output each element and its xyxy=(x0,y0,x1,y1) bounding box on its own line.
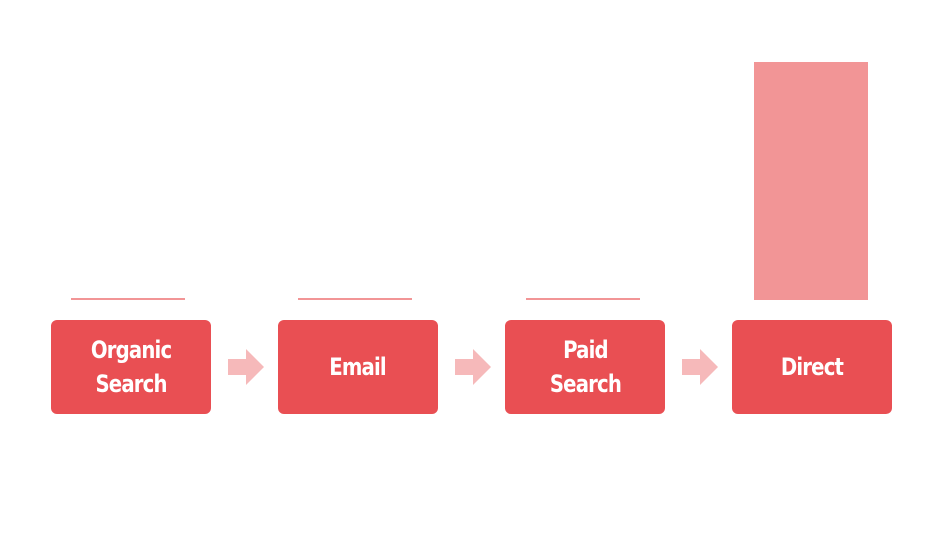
category-label: Organic Search xyxy=(90,336,172,398)
category-box-email: Email xyxy=(278,320,438,414)
category-box-organic-search: Organic Search xyxy=(51,320,211,414)
category-label: Direct xyxy=(780,353,844,381)
arrow-right-icon xyxy=(455,349,491,385)
arrow-right-icon xyxy=(682,349,718,385)
bar-paid-search xyxy=(526,298,640,300)
category-label: Email xyxy=(329,353,387,381)
arrow-right-icon xyxy=(228,349,264,385)
bar-organic-search xyxy=(71,298,185,300)
category-label: Paid Search xyxy=(549,336,621,398)
bar-direct xyxy=(754,62,868,300)
bar-email xyxy=(298,298,412,300)
category-box-paid-search: Paid Search xyxy=(505,320,665,414)
category-box-direct: Direct xyxy=(732,320,892,414)
